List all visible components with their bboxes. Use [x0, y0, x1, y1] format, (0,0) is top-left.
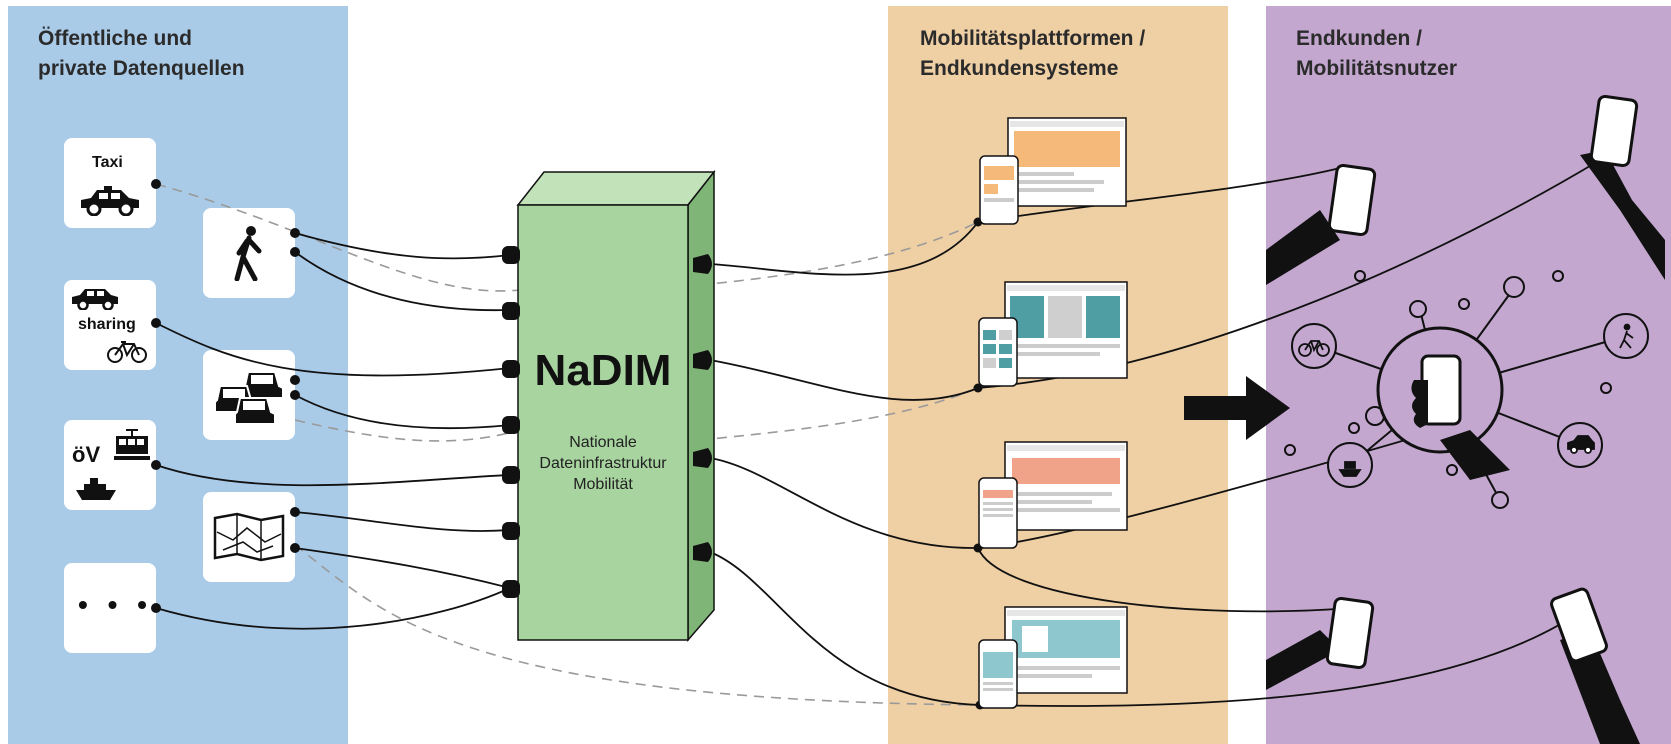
tram-icon — [114, 429, 150, 460]
platforms-title: Mobilitätsplattformen / Endkundensysteme — [920, 27, 1146, 80]
nadim-hub — [502, 169, 716, 643]
platform-screen-1 — [979, 117, 1127, 225]
ship-icon — [76, 478, 116, 500]
source-card-more: • • • — [64, 563, 156, 653]
platform-screen-3 — [978, 441, 1128, 549]
taxi-label: Taxi — [92, 154, 123, 171]
pedestrian-icon — [234, 226, 262, 281]
source-card-taxi: Taxi — [64, 138, 156, 228]
sharing-label: sharing — [78, 316, 136, 333]
bicycle-icon — [107, 341, 147, 363]
car-icon — [81, 186, 139, 216]
nadim-subtitle: Nationale Dateninfrastruktur Mobilität — [539, 434, 667, 493]
users-title: Endkunden / Mobilitätsnutzer — [1296, 27, 1457, 80]
source-card-transit: öV — [64, 420, 156, 510]
source-card-sharing: sharing — [64, 280, 156, 370]
hand-phone-icons — [1266, 94, 1665, 744]
dashed-connections — [155, 183, 981, 706]
platform-screen-4 — [978, 606, 1128, 709]
sources-title: Öffentliche und private Datenquellen — [38, 27, 245, 80]
source-connections — [155, 232, 511, 630]
transit-label: öV — [72, 442, 101, 467]
traffic-cars-icon — [215, 371, 284, 425]
map-card — [203, 492, 295, 582]
more-dots: • • • — [78, 589, 153, 620]
arrow-right-icon — [1184, 376, 1290, 440]
pedestrian-card — [203, 208, 295, 298]
car-icon — [72, 289, 118, 310]
platform-screen-2 — [978, 281, 1128, 387]
map-icon — [213, 512, 285, 562]
traffic-card — [203, 350, 295, 440]
nadim-title: NaDIM — [534, 346, 672, 395]
network-mode-icons — [1298, 323, 1634, 477]
smartphone-hand-icon — [1411, 354, 1510, 480]
